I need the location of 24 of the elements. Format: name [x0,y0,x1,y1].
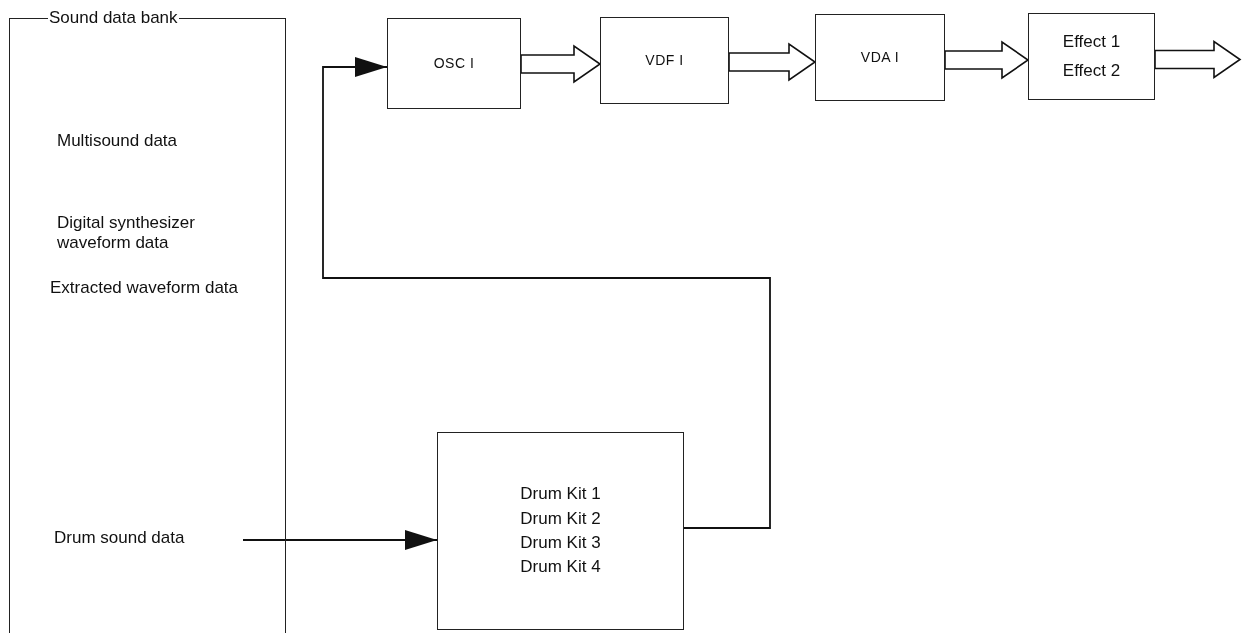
hollow-arrow [944,40,1030,80]
hollow-arrow [1154,39,1242,80]
process-box [815,14,945,101]
process-box [1028,13,1155,100]
data-label: Extracted waveform data [50,278,240,299]
box-label: OSC I [433,55,475,72]
box-label: Drum Kit 2 [520,508,601,529]
process-box [387,18,521,109]
box-label: Drum Kit 3 [520,533,601,554]
process-box [437,432,684,630]
source-label: Drum sound data [54,526,244,550]
box-label: Effect 2 [1062,60,1121,81]
data-label: Multisound data [57,131,179,152]
box-label: VDF I [645,52,684,69]
hollow-arrow [520,44,602,84]
box-label: VDA I [860,49,900,66]
hollow-arrow [728,42,817,82]
box-label: Drum Kit 1 [520,484,601,505]
arrow [242,530,438,550]
box-label: Drum Kit 4 [520,557,601,578]
data-label: Digital synthesizer waveform data [57,213,196,254]
process-box [600,17,729,104]
box-label: Effect 1 [1062,32,1121,53]
arrow [322,57,771,529]
